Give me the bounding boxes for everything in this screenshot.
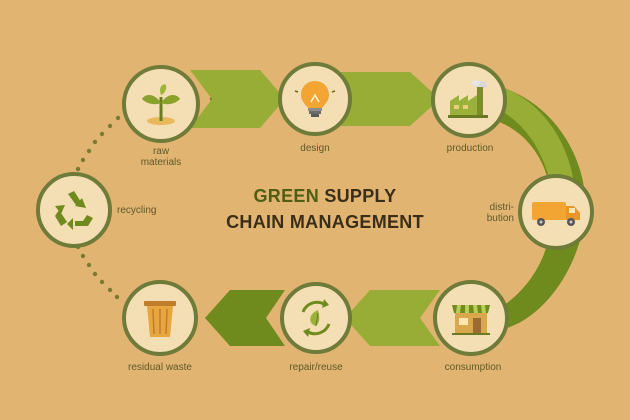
title-line-1: GREEN SUPPLY: [200, 183, 450, 209]
production-node: [431, 62, 507, 138]
distribution-node: [518, 174, 594, 250]
sprout-icon: [142, 84, 180, 125]
raw-materials-label: raw materials: [140, 146, 182, 168]
trash-bin-icon: [144, 301, 176, 337]
arrow-bottom-2: [205, 290, 285, 346]
title-line-2: CHAIN MANAGEMENT: [226, 212, 424, 232]
residual-waste-label: residual waste: [128, 362, 192, 373]
dotted-line-lower-left: [75, 244, 120, 300]
distribution-label: distri- bution: [486, 202, 514, 224]
production-label: production: [446, 143, 494, 154]
diagram-title: GREEN SUPPLY CHAIN MANAGEMENT: [200, 183, 450, 235]
repair-reuse-node: [280, 282, 352, 354]
arrow-top-1: [190, 70, 285, 128]
title-highlight: GREEN: [253, 186, 320, 206]
recycling-node: [36, 172, 112, 248]
raw-materials-node: [122, 65, 200, 143]
store-icon: [452, 305, 490, 335]
recycling-label: recycling: [117, 205, 157, 216]
lightbulb-icon: [294, 81, 336, 117]
repair-reuse-label: repair/reuse: [289, 362, 343, 373]
leaf-cycle-icon: [301, 299, 331, 337]
consumption-node: [433, 280, 509, 356]
delivery-truck-icon: [532, 202, 580, 226]
factory-icon: [448, 80, 488, 118]
title-line-1-rest: SUPPLY: [324, 186, 397, 206]
design-label: design: [300, 143, 330, 154]
arrow-top-2: [330, 72, 440, 126]
residual-waste-node: [122, 280, 198, 356]
design-node: [278, 62, 352, 136]
arrow-bottom-1: [345, 290, 440, 346]
dotted-line-upper-left: [75, 115, 121, 172]
consumption-label: consumption: [444, 362, 502, 373]
recycle-icon: [55, 191, 93, 230]
